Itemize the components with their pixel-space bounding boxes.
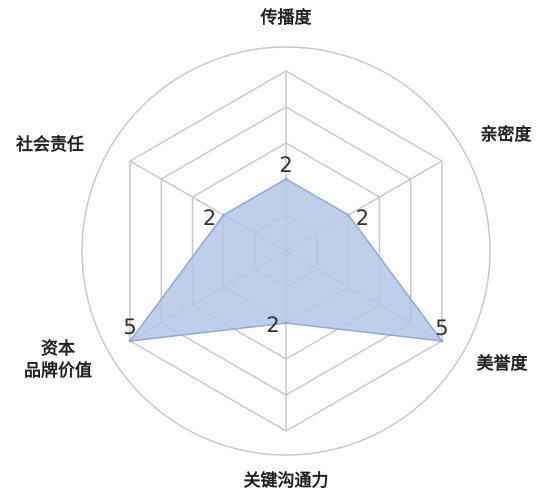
value-label-4: 2 xyxy=(266,313,279,337)
axis-label-5-line-1: 资本 xyxy=(41,338,75,359)
data-point-6 xyxy=(222,213,226,217)
outer-circle xyxy=(81,46,491,456)
value-label-3: 5 xyxy=(435,316,448,340)
data-point-4 xyxy=(284,321,288,325)
data-point-3 xyxy=(440,339,444,343)
axis-label-6: 社会责任 xyxy=(15,134,84,155)
axis-label-2: 亲密度 xyxy=(481,124,533,145)
axis-label-3: 美誉度 xyxy=(477,353,529,374)
value-label-6: 2 xyxy=(203,206,216,230)
axis-label-1: 传播度 xyxy=(260,7,313,28)
value-label-5: 5 xyxy=(123,315,136,339)
axis-label-4: 关键沟通力 xyxy=(244,470,329,491)
data-point-2 xyxy=(346,213,350,217)
data-area xyxy=(128,178,444,342)
value-label-1: 2 xyxy=(279,153,292,177)
axis-label-5-line-2: 品牌价值 xyxy=(24,360,92,381)
data-point-5 xyxy=(128,339,132,343)
value-label-2: 2 xyxy=(356,206,369,230)
data-point-1 xyxy=(284,177,288,181)
